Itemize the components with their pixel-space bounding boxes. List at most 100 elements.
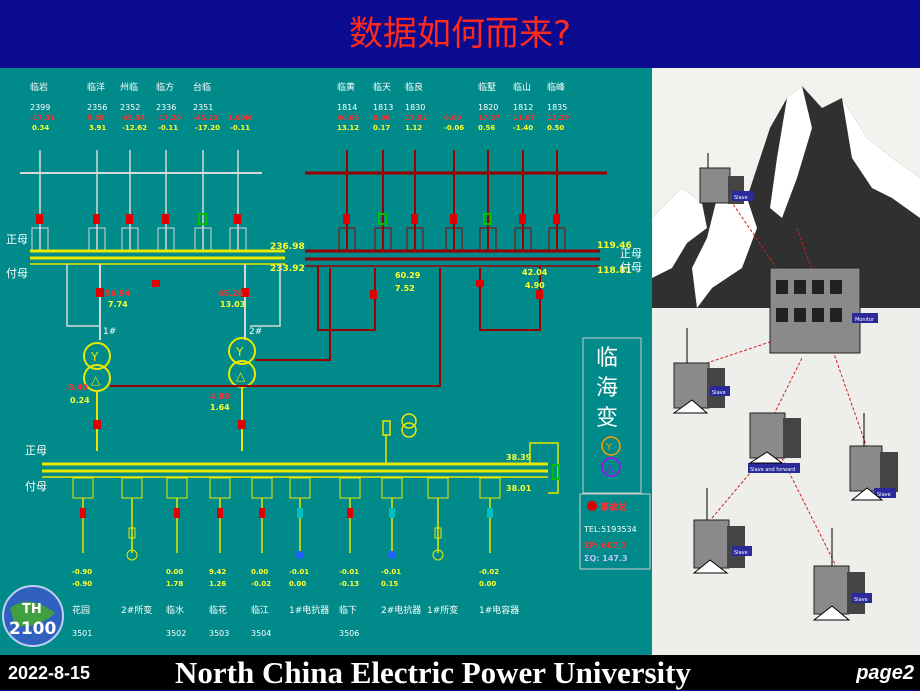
right-feeder-p: 17.87 bbox=[478, 114, 500, 122]
lv-feeder-q: 0.00 bbox=[289, 580, 306, 588]
left-feeder-q: -0.11 bbox=[230, 124, 250, 132]
left-feeder-id: 2351 bbox=[193, 103, 213, 112]
left-feeder-breaker bbox=[36, 214, 43, 224]
right-feeder-breaker bbox=[519, 214, 526, 224]
slide-footer: 2022-8-15 North China Electric Power Uni… bbox=[0, 655, 920, 690]
lv-aux-fuse bbox=[434, 527, 442, 539]
right-feeder-p: 17.92 bbox=[405, 114, 427, 122]
hv-left-aux-label: 付母 bbox=[6, 267, 28, 280]
hv-right-main-voltage: 119.46 bbox=[597, 241, 632, 251]
left-feeder-name: 临岩 bbox=[30, 81, 48, 93]
left-feeder-p: -45.34 bbox=[120, 114, 145, 122]
lv-feeder-breaker bbox=[347, 508, 353, 518]
right-feeder-name: 临墅 bbox=[478, 81, 496, 93]
left-feeder-breaker bbox=[126, 214, 133, 224]
mid-breaker-1 bbox=[370, 290, 377, 299]
t1-wye-symbol: Y bbox=[90, 350, 99, 364]
right-feeder-q: -1.40 bbox=[513, 124, 533, 132]
right-feeder-q: 0.50 bbox=[547, 124, 564, 132]
right-feeder-id: 1812 bbox=[513, 103, 533, 112]
footer-date: 2022-8-15 bbox=[8, 663, 91, 683]
left-feeder-p: -45.23 bbox=[193, 114, 218, 122]
right-feeder-lines bbox=[338, 150, 566, 251]
lv-feeder-values: -0.90-0.90花园35012#所变0.001.78临水35029.421.… bbox=[72, 568, 519, 638]
lv-feeder-label: 临下 bbox=[339, 604, 357, 616]
lv-feeder-q: 1.78 bbox=[166, 580, 183, 588]
accident-box bbox=[579, 493, 651, 570]
t2-primary-winding bbox=[228, 337, 256, 365]
slave-station-4: Slave bbox=[849, 413, 898, 501]
left-feeder-breaker bbox=[93, 214, 100, 224]
lv-feeder-label: 临花 bbox=[209, 604, 227, 616]
lv-feeder-p: 0.00 bbox=[251, 568, 268, 576]
right-feeder-id: 1830 bbox=[405, 103, 425, 112]
lv-feeder-q: 0.15 bbox=[381, 580, 398, 588]
slave-station-5: Slave bbox=[692, 488, 752, 574]
lv-feeder-id: 3502 bbox=[166, 629, 186, 638]
hv-left-main-voltage: 236.98 bbox=[270, 242, 305, 252]
lv-feeder-switch bbox=[381, 477, 403, 499]
slave-station-1: Slave bbox=[699, 153, 754, 204]
lv-feeder-label: 2#电抗器 bbox=[381, 604, 421, 616]
accident-sum-q: ΣQ: 147.3 bbox=[584, 554, 628, 563]
pt-winding-1 bbox=[401, 413, 417, 429]
t2-lv-q: 1.64 bbox=[210, 403, 230, 412]
monitor-network-illustration: Slave Monitor Slave Slave and forward Sl… bbox=[652, 68, 920, 655]
lv-feeder-label: 1#所变 bbox=[427, 604, 458, 616]
lv-bus-tie bbox=[529, 442, 559, 494]
lv-feeder-switch bbox=[479, 477, 501, 499]
t1-hv-p: 56.94 bbox=[105, 289, 131, 298]
left-feeder-name: 临洋 bbox=[87, 81, 105, 93]
lv-feeder-switch bbox=[72, 477, 94, 499]
left-feeder-q: 3.91 bbox=[89, 124, 106, 132]
right-feeder-p: 13.29 bbox=[547, 114, 569, 122]
accident-indicator-icon bbox=[587, 501, 597, 511]
left-feeder-q: 0.34 bbox=[32, 124, 49, 132]
left-feeder-lines bbox=[31, 150, 247, 251]
pt-fuse bbox=[382, 420, 391, 436]
lv-feeder-id: 3501 bbox=[72, 629, 92, 638]
lv-bus-tie-breaker bbox=[552, 464, 560, 480]
slave-station-3: Slave and forward bbox=[748, 412, 801, 473]
th2100-logo: TH 2100 bbox=[2, 585, 64, 647]
mid-flow-1-q: 7.52 bbox=[395, 284, 415, 293]
t1-primary-winding bbox=[83, 342, 111, 370]
lv-feeder-q: 1.26 bbox=[209, 580, 226, 588]
hv-right-aux-voltage: 118.81 bbox=[597, 266, 632, 276]
lv-feeder-breaker bbox=[487, 508, 493, 518]
t2-lv-breaker bbox=[238, 420, 246, 429]
right-feeder-name: 临天 bbox=[373, 81, 391, 93]
lv-feeder-id: 3504 bbox=[251, 629, 271, 638]
lv-feeder-p: -0.01 bbox=[289, 568, 309, 576]
lv-feeder-label: 花园 bbox=[72, 604, 90, 616]
lv-aux-transformer-icon bbox=[126, 549, 138, 561]
t1-label: 1# bbox=[103, 327, 116, 337]
pt-winding-2 bbox=[401, 422, 417, 438]
right-feeder-id: 1814 bbox=[337, 103, 357, 112]
lv-feeder-switch bbox=[209, 477, 231, 499]
lv-feeder-p: -0.02 bbox=[479, 568, 499, 576]
substation-name-3: 变 bbox=[596, 406, 618, 431]
lv-feeder-q: 0.00 bbox=[479, 580, 496, 588]
right-feeder-q: 1.12 bbox=[405, 124, 422, 132]
right-feeder-name: 临山 bbox=[513, 81, 531, 93]
lv-feeder-p: -0.90 bbox=[72, 568, 92, 576]
snow-mid bbox=[692, 178, 757, 308]
lv-feeder-label: 2#所变 bbox=[121, 604, 152, 616]
lv-feeder-q: -0.13 bbox=[339, 580, 359, 588]
right-feeder-q: 0.17 bbox=[373, 124, 390, 132]
lv-feeder-switch bbox=[121, 477, 143, 499]
slave-station-6: Slave bbox=[812, 528, 872, 621]
mid-flow-2-q: 4.90 bbox=[525, 281, 545, 290]
left-feeder-name: 州临 bbox=[120, 81, 138, 93]
t1-hv-q: 7.74 bbox=[108, 300, 128, 309]
left-frame-2 bbox=[250, 264, 281, 327]
legend-delta-glyph: △ bbox=[606, 463, 614, 474]
right-feeder-p: 11.67 bbox=[513, 114, 535, 122]
right-tie-breaker bbox=[476, 280, 484, 287]
lv-feeder-label: 临江 bbox=[251, 604, 269, 616]
accident-sum-p: ΣP: 607.1 bbox=[584, 541, 627, 550]
lv-feeder-label: 临水 bbox=[166, 604, 184, 616]
mid-flow-2-p: 42.04 bbox=[522, 268, 548, 277]
right-feeder-breaker bbox=[553, 214, 560, 224]
